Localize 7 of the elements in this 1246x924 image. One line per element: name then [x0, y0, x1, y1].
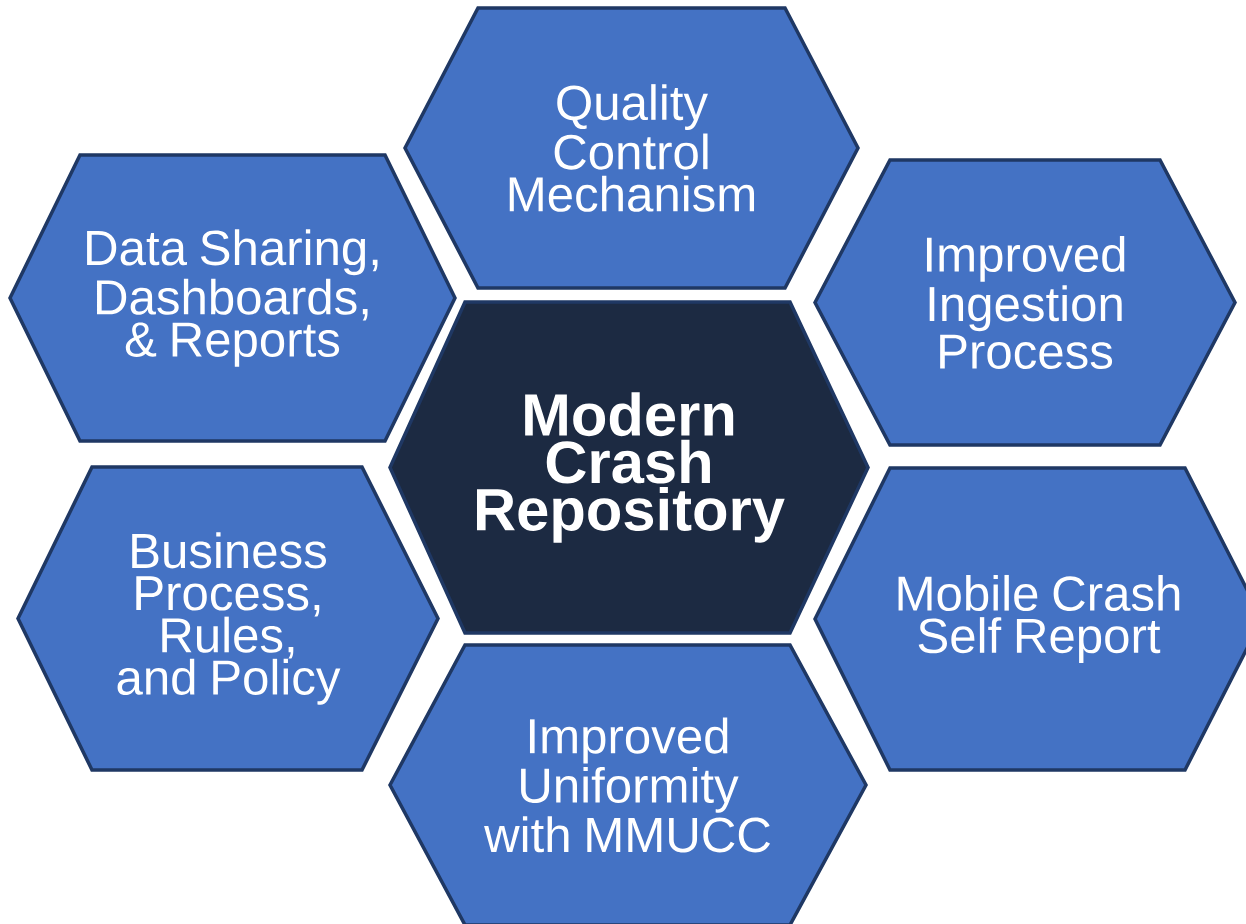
hexagon: Modern Crash Repository — [388, 300, 870, 635]
hexagon: Business Process, Rules, and Policy — [16, 465, 440, 772]
hexagon: Data Sharing, Dashboards, & Reports — [8, 153, 457, 443]
hexagon: Mobile Crash Self Report — [813, 466, 1246, 772]
hexagon: Improved Uniformity with MMUCC — [388, 643, 868, 924]
hexagon: Improved Ingestion Process — [813, 158, 1237, 447]
hexagon: Quality Control Mechanism — [403, 6, 860, 290]
